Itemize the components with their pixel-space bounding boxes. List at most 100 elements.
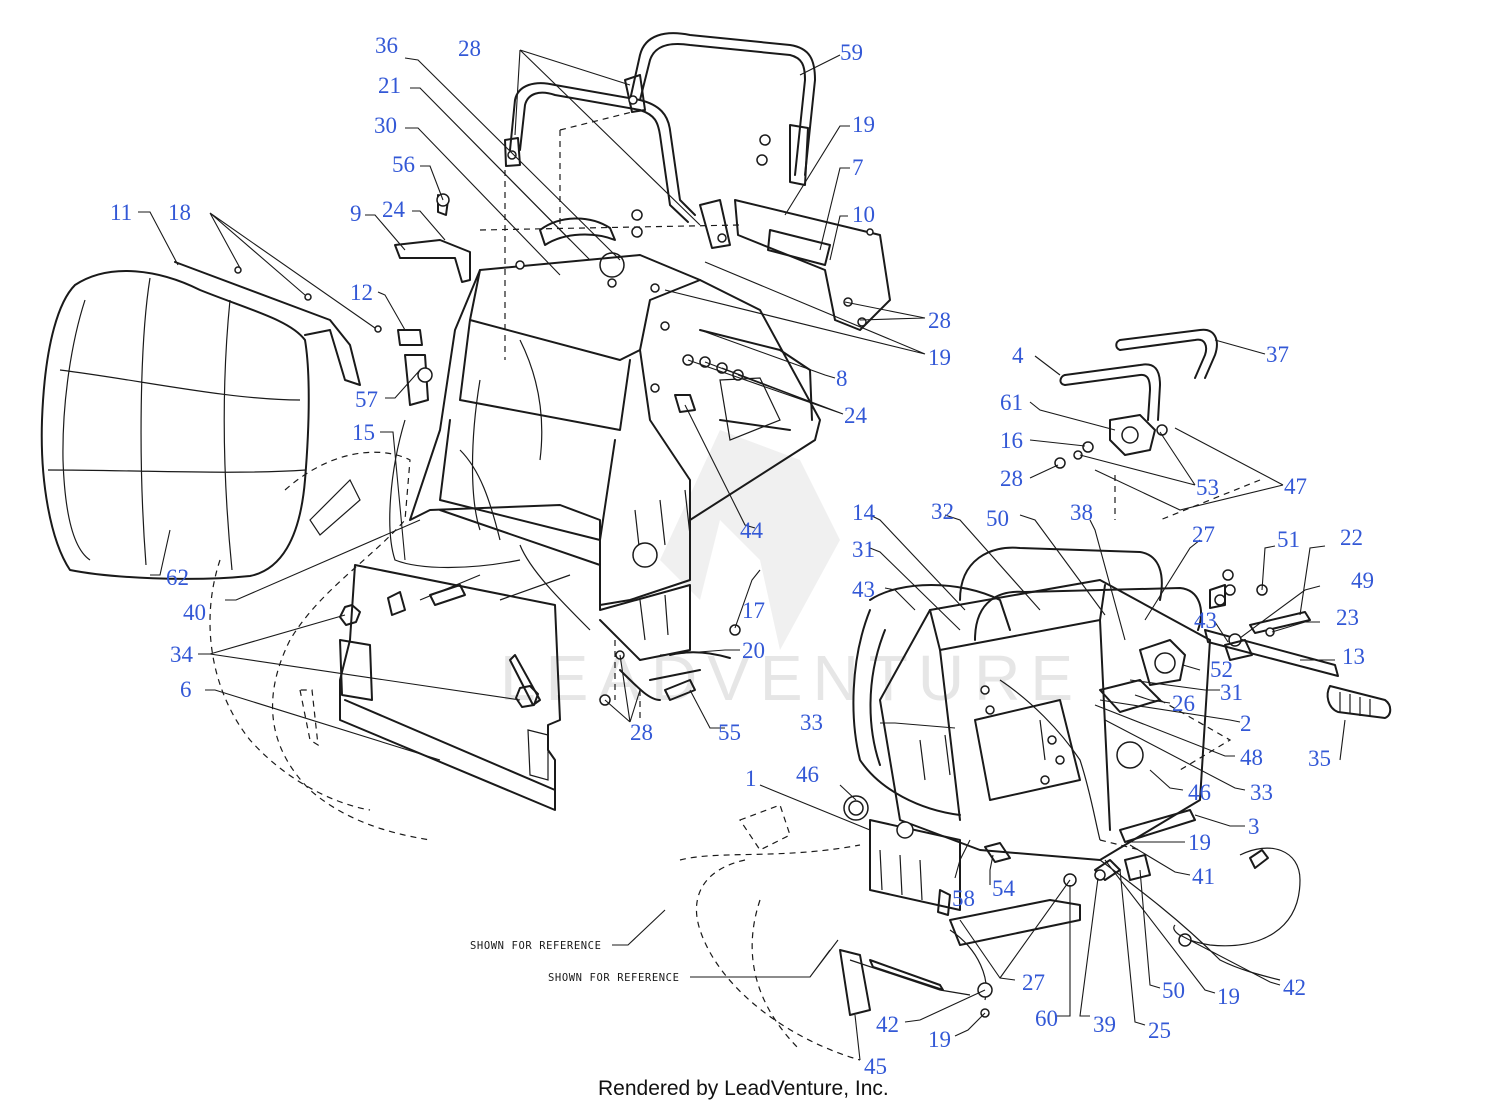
bolt <box>515 260 525 270</box>
callout-label: 46 <box>1188 780 1211 805</box>
callout-label: 16 <box>1000 428 1023 453</box>
reference-wheel-outline-lower <box>209 559 371 811</box>
callout-label: 22 <box>1340 525 1363 550</box>
side-panel-tab <box>387 591 406 616</box>
callout-label: 55 <box>718 720 741 745</box>
leader-46-left <box>839 784 857 801</box>
bolt <box>1214 594 1226 606</box>
leader-reference-2 <box>690 939 839 978</box>
callout-label: 48 <box>1240 745 1263 770</box>
seat-bolt-hole <box>304 293 312 301</box>
leader-11 <box>138 211 179 266</box>
leader-40 <box>225 519 421 601</box>
control-cable-15 <box>389 419 591 631</box>
reference-slot <box>299 689 319 747</box>
callout-label: 52 <box>1210 657 1233 682</box>
callout-label: 50 <box>1162 978 1185 1003</box>
leader-44 <box>684 404 756 529</box>
leader-9 <box>365 214 406 251</box>
reference-outlines <box>209 109 1261 1061</box>
bracket-54 <box>984 842 1011 863</box>
callout-label: 27 <box>1022 970 1045 995</box>
side-panel-outline <box>339 564 561 811</box>
lever-4 <box>1064 363 1161 421</box>
leader-31-top <box>869 547 961 631</box>
seat-bolt-hole <box>374 325 382 333</box>
seat-cushion <box>40 261 382 580</box>
callout-label: 19 <box>852 112 875 137</box>
right-frame-foot-slots <box>879 849 923 901</box>
reference-assembly-lines-top <box>479 109 741 360</box>
leader-20 <box>659 649 740 656</box>
leader-42-left <box>904 989 986 1023</box>
bolt <box>628 95 638 105</box>
leader-3 <box>1194 814 1245 827</box>
leader-53 <box>1079 431 1196 486</box>
grip-35 <box>1326 685 1392 719</box>
callout-label: 1 <box>745 766 757 791</box>
callout-label: 24 <box>382 197 406 222</box>
handle-clamp-right <box>699 199 731 249</box>
leader-lines <box>138 49 1346 1061</box>
leader-2 <box>1099 699 1241 723</box>
callout-label: 51 <box>1277 527 1300 552</box>
callout-label: 11 <box>110 200 132 225</box>
callout-label: 43 <box>1194 608 1217 633</box>
leader-24-mid <box>687 359 844 415</box>
callout-label: 49 <box>1351 568 1374 593</box>
leader-4 <box>1034 355 1061 376</box>
callout-label: 12 <box>350 280 373 305</box>
right-frame-hole <box>1040 775 1050 785</box>
side-panel-edge <box>344 699 556 791</box>
leader-19-mid <box>664 261 926 355</box>
washer <box>756 154 768 166</box>
rod-45 <box>869 959 944 991</box>
callout-label: 19 <box>928 345 951 370</box>
callout-label: 9 <box>350 201 362 226</box>
callout-label: 57 <box>355 387 378 412</box>
brake-cable-42 <box>1173 847 1301 947</box>
pump-52 <box>1139 639 1186 686</box>
right-frame-fender <box>852 609 961 816</box>
grip-35-ridges <box>1339 692 1371 717</box>
leader-19-lower <box>954 1012 986 1037</box>
callout-label: 28 <box>630 720 653 745</box>
right-frame-hole <box>985 705 995 715</box>
lever-4-inner <box>1064 373 1151 421</box>
leader-58 <box>954 839 971 879</box>
callout-label: 62 <box>166 565 189 590</box>
pin-23 <box>1265 627 1275 637</box>
leader-50-top <box>1019 514 1106 616</box>
callout-label: 38 <box>1070 500 1093 525</box>
callout-label: 39 <box>1093 1012 1116 1037</box>
callout-label: 19 <box>1217 984 1240 1009</box>
leader-12 <box>377 291 406 331</box>
seat-brackets <box>394 193 471 406</box>
leader-48 <box>1094 704 1235 757</box>
seat-mount-bracket <box>394 239 471 283</box>
callout-label: 56 <box>392 152 415 177</box>
right-frame-hole <box>1047 735 1057 745</box>
bolt-17 <box>729 624 741 636</box>
callout-label: 31 <box>1220 680 1243 705</box>
right-frame-window <box>974 699 1081 801</box>
callout-labels: 36 28 59 21 30 19 56 7 24 9 10 11 18 12 … <box>110 33 1374 1079</box>
reference-wheel-outline-upper <box>272 451 431 841</box>
callout-label: 18 <box>168 200 191 225</box>
callout-label: 36 <box>375 33 398 58</box>
leader-16 <box>1029 439 1086 447</box>
leader-21 <box>410 87 591 261</box>
seat-cushion-outline <box>40 270 310 580</box>
left-frame-wiring <box>459 339 543 541</box>
pump-52-shaft <box>1154 652 1176 674</box>
leader-28-right <box>1029 464 1059 479</box>
callout-label: 53 <box>1196 475 1219 500</box>
leader-35 <box>1339 719 1346 761</box>
bracket-27 <box>1209 584 1226 609</box>
leader-30 <box>405 127 561 276</box>
left-frame-top <box>469 269 701 361</box>
seat-cushion-seams <box>47 277 307 571</box>
callout-label: 19 <box>1188 830 1211 855</box>
bolt <box>1222 569 1234 581</box>
lever-37 <box>1119 328 1218 379</box>
